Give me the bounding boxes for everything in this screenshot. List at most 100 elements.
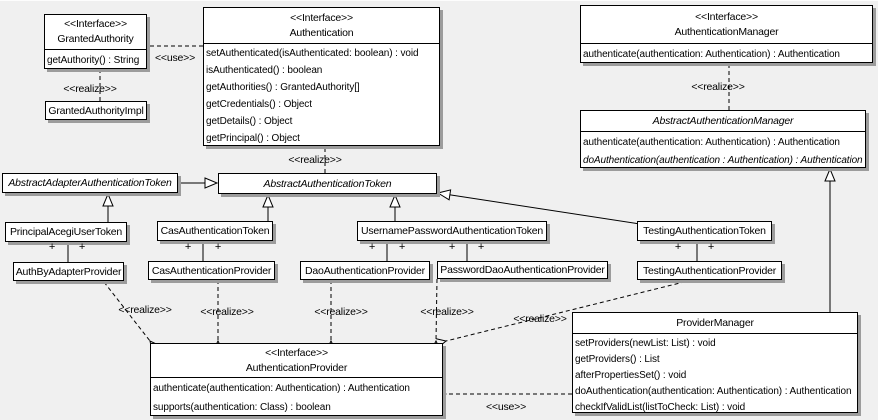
method-signature: authenticate(authentication: Authenticat… [153, 383, 410, 394]
edge-stereotype-label: <<realize>> [288, 154, 342, 166]
class-name: AuthenticationManager [674, 25, 779, 38]
edge-realization-auth-by-adapter-provider-to-authentication-provider [103, 281, 150, 341]
methods-compartment: authenticate(authentication: Authenticat… [151, 377, 442, 413]
edge-stereotype-label: <<realize>> [314, 306, 368, 318]
class-title: CasAuthenticationToken [158, 222, 272, 240]
methods-compartment: setAuthenticated(isAuthenticated: boolea… [204, 43, 439, 143]
edge-generalization-testing-authentication-token-to-abstract-authentication-token [438, 193, 641, 225]
association-plus-adornment: + [674, 241, 682, 253]
methods-compartment: getAuthority() : String [45, 49, 146, 66]
association-plus-adornment: + [477, 241, 485, 253]
class-title: <<Interface>> GrantedAuthority [45, 15, 146, 49]
class-abstract-adapter-authentication-token[interactable]: AbstractAdapterAuthenticationToken [2, 173, 178, 193]
method-signature: getAuthorities() : GrantedAuthority[] [206, 82, 360, 93]
edge-stereotype-label: <<realize>> [691, 81, 745, 93]
method-signature: afterPropertiesSet() : void [575, 369, 687, 381]
class-name: DaoAuthenticationProvider [305, 264, 425, 277]
class-title: AbstractAdapterAuthenticationToken [3, 174, 177, 192]
stereotype-label: <<Interface>> [64, 18, 127, 30]
class-title: AbstractAuthenticationManager [581, 111, 865, 131]
class-testing-authentication-token[interactable]: TestingAuthenticationToken [637, 221, 772, 241]
class-name: TestingAuthenticationProvider [642, 264, 777, 277]
class-title: PrincipalAcegiUserToken [6, 223, 126, 241]
class-password-dao-authentication-provider[interactable]: PasswordDaoAuthenticationProvider [437, 261, 608, 279]
method-signature: checkIfValidList(listToCheck: List) : vo… [575, 401, 746, 413]
class-title: UsernamePasswordAuthenticationToken [358, 222, 546, 240]
class-name: CasAuthenticationProvider [151, 264, 272, 277]
class-title: <<Interface>> Authentication [204, 8, 439, 43]
method-signature: getAuthority() : String [47, 55, 140, 66]
class-testing-authentication-provider[interactable]: TestingAuthenticationProvider [637, 261, 782, 280]
class-granted-authority[interactable]: <<Interface>> GrantedAuthority getAuthorit… [44, 14, 147, 69]
edge-stereotype-label: <<realize>> [63, 83, 117, 95]
class-name: TestingAuthenticationToken [643, 225, 766, 237]
class-granted-authority-impl[interactable]: GrantedAuthorityImpl [45, 101, 147, 120]
stereotype-label: <<Interface>> [265, 346, 328, 359]
class-title: TestingAuthenticationProvider [638, 262, 781, 279]
association-plus-adornment: + [214, 241, 222, 253]
class-title: GrantedAuthorityImpl [46, 102, 146, 119]
method-signature: setAuthenticated(isAuthenticated: boolea… [206, 48, 419, 59]
class-title: AuthByAdapterProvider [14, 263, 123, 280]
class-name: PasswordDaoAuthenticationProvider [440, 264, 605, 276]
class-authentication-provider[interactable]: <<Interface>> AuthenticationProvider authe… [150, 343, 443, 416]
method-signature: doAuthentication(authentication: Authent… [575, 385, 852, 397]
association-plus-adornment: + [448, 241, 456, 253]
class-abstract-authentication-manager[interactable]: AbstractAuthenticationManager authenticat… [580, 110, 866, 168]
class-authentication[interactable]: <<Interface>> Authentication setAuthentica… [203, 7, 440, 146]
edge-realization-testing-authentication-provider-to-authentication-provider [446, 279, 693, 341]
class-cas-authentication-provider[interactable]: CasAuthenticationProvider [148, 261, 275, 280]
edge-stereotype-label: <<realize>> [513, 313, 567, 325]
class-name: UsernamePasswordAuthenticationToken [360, 225, 544, 237]
class-title: ProviderManager [573, 313, 857, 333]
association-plus-adornment: + [48, 241, 56, 253]
class-title: DaoAuthenticationProvider [301, 262, 429, 279]
class-abstract-authentication-token[interactable]: AbstractAuthenticationToken [218, 173, 437, 194]
class-name: AuthenticationProvider [245, 361, 348, 374]
class-title: AbstractAuthenticationToken [219, 174, 436, 193]
class-provider-manager[interactable]: ProviderManager setProviders(newList: Lis… [572, 312, 858, 413]
edge-stereotype-label: <<use>> [154, 52, 196, 64]
edge-stereotype-label: <<realize>> [200, 306, 254, 318]
class-name: AuthByAdapterProvider [15, 265, 122, 278]
methods-compartment: setProviders(newList: List) : void getPro… [573, 333, 857, 413]
method-signature: authenticate(authentication: Authenticat… [583, 136, 840, 148]
class-name: AbstractAuthenticationToken [263, 177, 392, 190]
class-principal-acegi-user-token[interactable]: PrincipalAcegiUserToken [5, 222, 127, 242]
class-name: AbstractAuthenticationManager [652, 115, 794, 127]
class-name: GrantedAuthority [57, 33, 134, 45]
method-signature: getProviders() : List [575, 353, 660, 365]
edge-stereotype-label: <<realize>> [118, 304, 172, 316]
method-signature: setProviders(newList: List) : void [575, 337, 716, 349]
class-cas-authentication-token[interactable]: CasAuthenticationToken [157, 221, 273, 241]
class-title: <<Interface>> AuthenticationProvider [151, 344, 442, 377]
class-title: TestingAuthenticationToken [638, 222, 771, 240]
method-signature: authenticate(authentication: Authenticat… [583, 49, 840, 60]
class-username-password-authentication-token[interactable]: UsernamePasswordAuthenticationToken [357, 221, 547, 241]
method-signature: getCredentials() : Object [206, 99, 312, 110]
class-auth-by-adapter-provider[interactable]: AuthByAdapterProvider [13, 262, 124, 281]
class-name: CasAuthenticationToken [160, 225, 270, 237]
class-title: <<Interface>> AuthenticationManager [581, 6, 872, 43]
association-plus-adornment: + [398, 241, 406, 253]
method-signature: supports(authentication: Class) : boolea… [153, 402, 331, 413]
association-plus-adornment: + [368, 241, 376, 253]
methods-compartment: authenticate(authentication: Authenticat… [581, 131, 865, 166]
class-name: ProviderManager [676, 317, 754, 329]
class-title: PasswordDaoAuthenticationProvider [438, 262, 607, 278]
method-signature: getDetails() : Object [206, 116, 293, 127]
method-signature: isAuthenticated() : boolean [206, 65, 323, 76]
edge-realization-password-dao-authentication-provider-to-authentication-provider [436, 278, 437, 341]
method-signature: getPrincipal() : Object [206, 133, 300, 143]
class-dao-authentication-provider[interactable]: DaoAuthenticationProvider [300, 261, 430, 280]
association-plus-adornment: + [707, 241, 715, 253]
class-authentication-manager[interactable]: <<Interface>> AuthenticationManager authen… [580, 5, 873, 63]
class-name: AbstractAdapterAuthenticationToken [8, 177, 172, 189]
class-name: GrantedAuthorityImpl [48, 104, 144, 117]
stereotype-label: <<Interface>> [290, 11, 353, 24]
class-name: Authentication [289, 26, 354, 39]
stereotype-label: <<Interface>> [695, 10, 758, 23]
methods-compartment: authenticate(authentication: Authenticat… [581, 43, 872, 60]
